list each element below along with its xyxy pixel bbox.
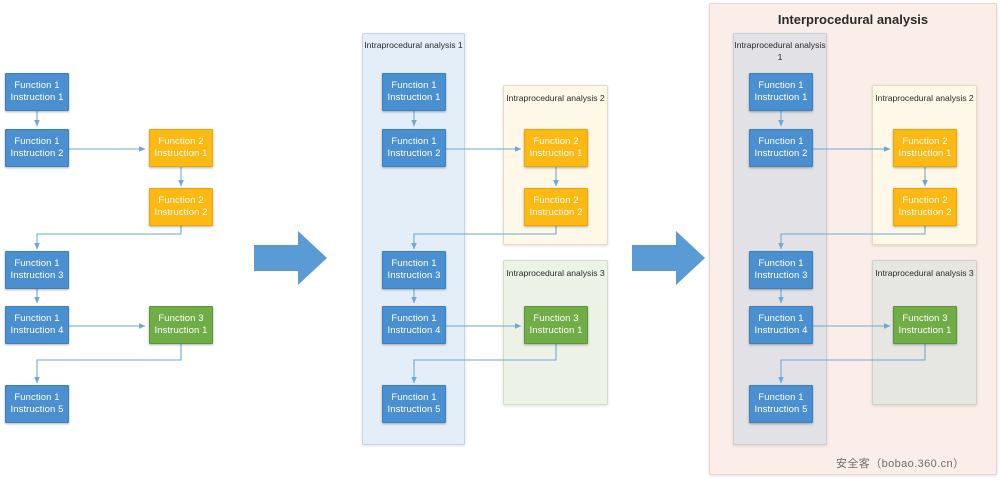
node-line2: Instruction 1: [529, 148, 583, 159]
node-line1: Function 1: [758, 79, 804, 91]
node-line1: Function 1: [14, 312, 60, 324]
node-line1: Function 3: [902, 312, 948, 324]
node-line2: Instruction 2: [529, 207, 583, 218]
node-line1: Function 2: [902, 135, 948, 147]
step-arrow-2: [632, 231, 705, 285]
node-line1: Function 1: [758, 312, 804, 324]
node-line2: Instruction 1: [154, 325, 208, 336]
interprocedural-title: Interprocedural analysis: [777, 12, 929, 27]
group-title-line1: Intraprocedural: [734, 40, 793, 50]
watermark: 安全客（bobao.360.cn）: [836, 458, 965, 470]
node-right-f1i3[interactable]: Function 1 Instruction 3: [749, 251, 813, 289]
node-line1: Function 1: [758, 391, 804, 403]
node-right-f2i2[interactable]: Function 2 Instruction 2: [893, 188, 957, 226]
group-title: Intraprocedural analysis 2: [504, 93, 607, 105]
group-title: Intraprocedural analysis 3: [504, 268, 607, 280]
node-line1: Function 1: [391, 79, 437, 91]
node-line2: Instruction 3: [754, 270, 808, 281]
node-left-f1i2[interactable]: Function 1 Instruction 2: [5, 129, 69, 167]
node-line2: Instruction 4: [10, 325, 64, 336]
node-line2: Instruction 5: [754, 404, 808, 415]
node-line1: Function 1: [391, 391, 437, 403]
node-line2: Instruction 4: [754, 325, 808, 336]
node-middle-f1i4[interactable]: Function 1 Instruction 4: [382, 306, 446, 344]
group-title-line2: analysis 2: [935, 93, 974, 103]
node-middle-f1i5[interactable]: Function 1 Instruction 5: [382, 385, 446, 423]
node-line1: Function 2: [533, 194, 579, 206]
node-line2: Instruction 1: [387, 92, 441, 103]
node-line1: Function 1: [14, 391, 60, 403]
node-line2: Instruction 2: [898, 207, 952, 218]
node-line1: Function 1: [758, 257, 804, 269]
node-middle-f2i1[interactable]: Function 2 Instruction 1: [524, 129, 588, 167]
node-line1: Function 1: [758, 135, 804, 147]
group-title-line2: analysis 3: [935, 268, 974, 278]
node-line1: Function 1: [391, 312, 437, 324]
node-left-f2i2[interactable]: Function 2 Instruction 2: [149, 188, 213, 226]
group-title-line1: Intraprocedural: [875, 268, 934, 278]
node-left-f2i1[interactable]: Function 2 Instruction 1: [149, 129, 213, 167]
node-middle-f1i1[interactable]: Function 1 Instruction 1: [382, 73, 446, 111]
node-line2: Instruction 2: [10, 148, 64, 159]
node-line1: Function 3: [533, 312, 579, 324]
node-line2: Instruction 2: [754, 148, 808, 159]
group-title-line2: analysis 1: [777, 40, 826, 62]
node-line2: Instruction 1: [154, 148, 208, 159]
node-right-f3i1[interactable]: Function 3 Instruction 1: [893, 306, 957, 344]
node-left-f1i4[interactable]: Function 1 Instruction 4: [5, 306, 69, 344]
node-right-f1i2[interactable]: Function 1 Instruction 2: [749, 129, 813, 167]
group-title-line2: analysis 1: [424, 40, 463, 50]
node-line1: Function 3: [158, 312, 204, 324]
node-line2: Instruction 1: [529, 325, 583, 336]
node-middle-f3i1[interactable]: Function 3 Instruction 1: [524, 306, 588, 344]
node-line1: Function 1: [14, 135, 60, 147]
group-title-line1: Intraprocedural: [875, 93, 934, 103]
node-line1: Function 2: [158, 135, 204, 147]
node-line2: Instruction 3: [387, 270, 441, 281]
node-middle-f2i2[interactable]: Function 2 Instruction 2: [524, 188, 588, 226]
group-title-line1: Intraprocedural: [506, 93, 565, 103]
node-right-f1i5[interactable]: Function 1 Instruction 5: [749, 385, 813, 423]
node-line2: Instruction 1: [754, 92, 808, 103]
node-line2: Instruction 1: [898, 325, 952, 336]
node-line1: Function 2: [902, 194, 948, 206]
node-right-f1i4[interactable]: Function 1 Instruction 4: [749, 306, 813, 344]
node-line2: Instruction 5: [10, 404, 64, 415]
node-line1: Function 2: [533, 135, 579, 147]
node-line2: Instruction 3: [10, 270, 64, 281]
node-left-f1i1[interactable]: Function 1 Instruction 1: [5, 73, 69, 111]
node-left-f3i1[interactable]: Function 3 Instruction 1: [149, 306, 213, 344]
node-line2: Instruction 1: [898, 148, 952, 159]
node-left-f1i3[interactable]: Function 1 Instruction 3: [5, 251, 69, 289]
node-line2: Instruction 2: [154, 207, 208, 218]
node-line1: Function 1: [14, 79, 60, 91]
node-line2: Instruction 2: [387, 148, 441, 159]
node-line2: Instruction 5: [387, 404, 441, 415]
node-line1: Function 2: [158, 194, 204, 206]
node-line1: Function 1: [391, 135, 437, 147]
step-arrow-1: [254, 231, 327, 285]
group-title-line2: analysis 3: [566, 268, 605, 278]
group-title: Intraprocedural analysis 2: [873, 93, 976, 105]
group-title: Intraprocedural analysis 1: [363, 40, 464, 52]
node-right-f1i1[interactable]: Function 1 Instruction 1: [749, 73, 813, 111]
node-line2: Instruction 1: [10, 92, 64, 103]
node-middle-f1i3[interactable]: Function 1 Instruction 3: [382, 251, 446, 289]
node-middle-f1i2[interactable]: Function 1 Instruction 2: [382, 129, 446, 167]
group-title-line2: analysis 2: [566, 93, 605, 103]
group-title: Intraprocedural analysis 1: [734, 40, 826, 63]
group-title: Intraprocedural analysis 3: [873, 268, 976, 280]
node-left-f1i5[interactable]: Function 1 Instruction 5: [5, 385, 69, 423]
node-line2: Instruction 4: [387, 325, 441, 336]
node-line1: Function 1: [391, 257, 437, 269]
group-title-line1: Intraprocedural: [506, 268, 565, 278]
node-right-f2i1[interactable]: Function 2 Instruction 1: [893, 129, 957, 167]
group-title-line1: Intraprocedural: [364, 40, 423, 50]
node-line1: Function 1: [14, 257, 60, 269]
